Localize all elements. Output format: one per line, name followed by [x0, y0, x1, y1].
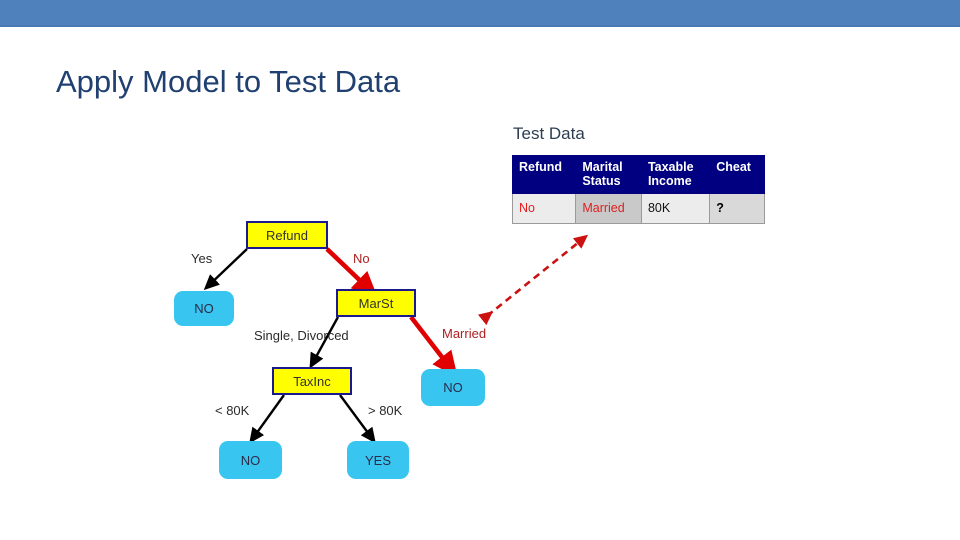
cell-cheat: ?: [709, 193, 765, 224]
tree-leaf-no-married-label: NO: [443, 380, 463, 395]
tree-node-taxinc[interactable]: TaxInc: [272, 367, 352, 395]
top-accent-bar: [0, 0, 960, 27]
tree-node-marst[interactable]: MarSt: [336, 289, 416, 317]
cell-marital-status: Married: [575, 193, 642, 224]
column-header-marital-status: Marital Status: [575, 155, 642, 194]
test-data-caption: Test Data: [513, 124, 585, 143]
cell-refund: No: [511, 193, 577, 224]
edge-taxinc-lt80k: [249, 394, 285, 444]
tree-leaf-no-low-income-label: NO: [240, 452, 261, 468]
tree-leaf-no-low-income[interactable]: NO: [219, 441, 282, 479]
edge-label-married: Married: [442, 326, 487, 341]
tree-leaf-yes-high-income-label: YES: [364, 452, 391, 468]
tree-node-refund[interactable]: Refund: [246, 221, 328, 249]
edge-marst-married: [409, 315, 458, 378]
tree-leaf-yes-high-income[interactable]: YES: [347, 441, 409, 479]
edge-label-yes: Yes: [191, 251, 213, 266]
table-row: No Married 80K ?: [511, 193, 765, 224]
edge-label-gt-80k: > 80K: [368, 403, 403, 418]
edge-taxinc-gt80k: [339, 394, 376, 444]
tree-node-taxinc-label: TaxInc: [293, 373, 331, 389]
page-title: Apply Model to Test Data: [56, 64, 401, 99]
tree-leaf-no-refund-yes[interactable]: NO: [174, 291, 234, 326]
column-header-taxable-income: Taxable Income: [640, 155, 711, 194]
table-header-row: Refund Marital Status Taxable Income Che…: [511, 155, 765, 194]
cell-taxable-income: 80K: [640, 193, 711, 224]
tree-leaf-no-married[interactable]: NO: [421, 369, 485, 406]
column-header-refund: Refund: [511, 155, 577, 194]
test-data-table: Refund Marital Status Taxable Income Che…: [511, 155, 765, 224]
edge-label-no: No: [353, 251, 370, 266]
edge-label-single-divorced: Single, Divorced: [254, 328, 349, 343]
edge-label-lt-80k: < 80K: [215, 403, 250, 418]
record-match-dashed-arrow: [477, 234, 589, 326]
tree-node-marst-label: MarSt: [358, 295, 394, 311]
tree-node-refund-label: Refund: [266, 227, 308, 243]
column-header-cheat: Cheat: [709, 155, 765, 194]
tree-leaf-no-refund-yes-label: NO: [194, 301, 214, 316]
